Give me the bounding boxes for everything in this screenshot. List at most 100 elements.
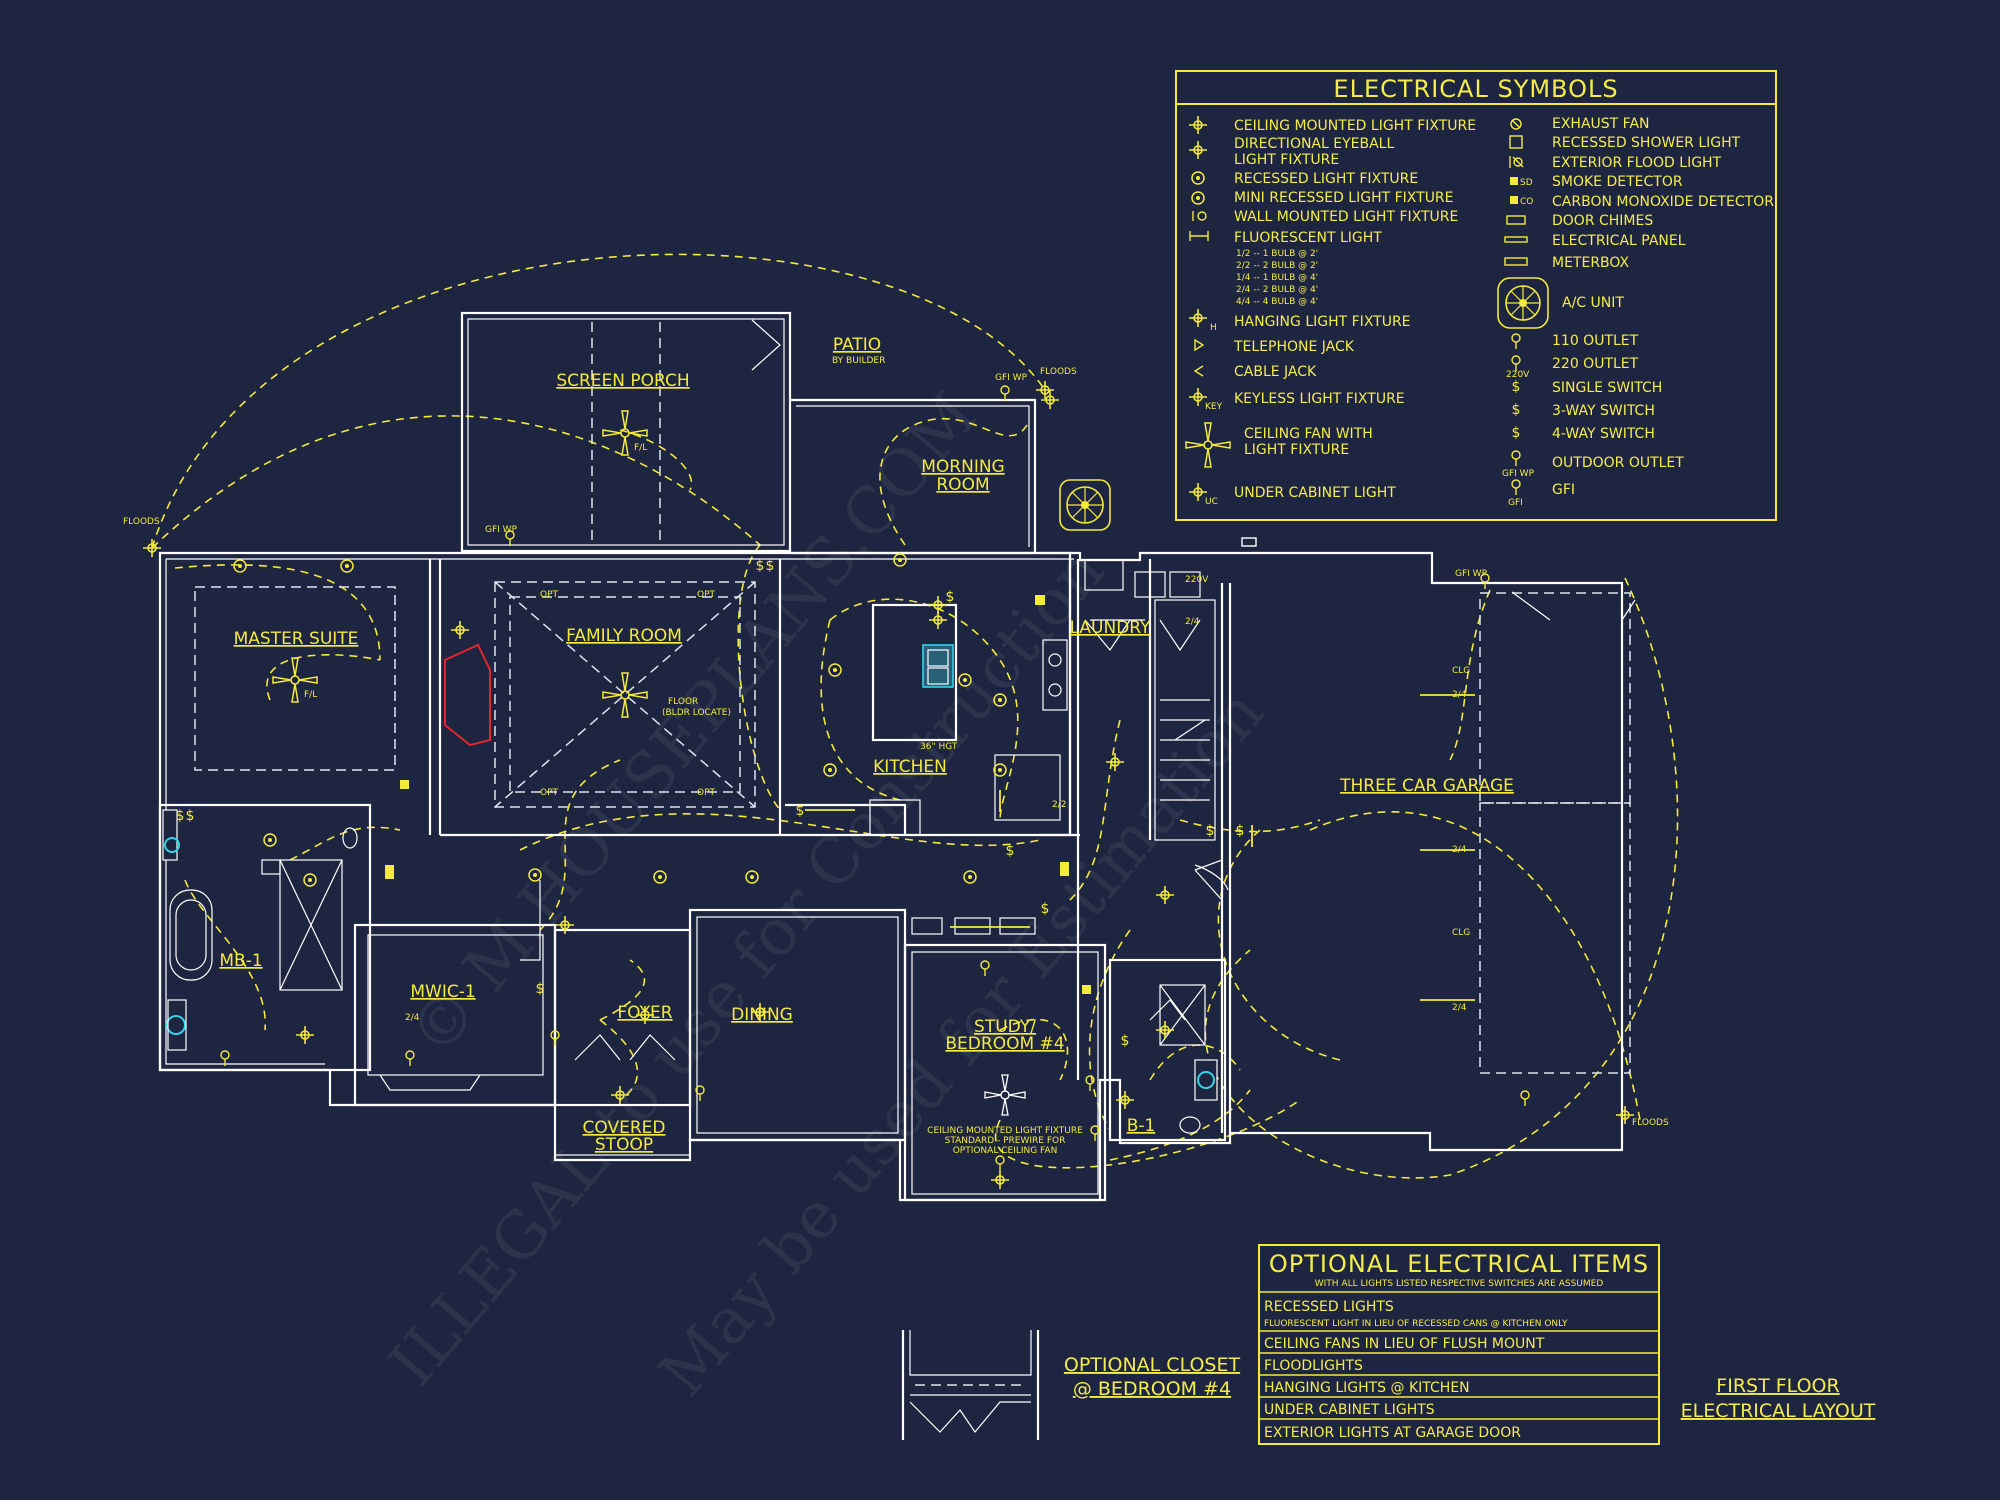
legend-label: EXTERIOR FLOOD LIGHT (1552, 155, 1722, 171)
recessed-light-icon (993, 763, 1007, 777)
optional-subtitle: WITH ALL LIGHTS LISTED RESPECTIVE SWITCH… (1315, 1279, 1604, 1289)
legend-label: SMOKE DETECTOR (1552, 174, 1683, 190)
ceiling-light-note: CLG (1452, 666, 1470, 676)
recessed-light-icon (745, 870, 759, 884)
three-way-switch-icon (535, 981, 545, 997)
legend-label: 220 OUTLET (1552, 356, 1639, 372)
sheet-title-2: ELECTRICAL LAYOUT (1681, 1400, 1876, 1422)
bulb-note: 2/2 -- 2 BULB @ 2' (1236, 261, 1318, 271)
legend-label: DOOR CHIMES (1552, 213, 1653, 229)
optional-item: HANGING LIGHTS @ KITCHEN (1264, 1380, 1470, 1396)
outlet-110-icon (1000, 385, 1010, 402)
legend-label: 3-WAY SWITCH (1552, 403, 1655, 419)
bulb-note: 1/4 -- 1 BULB @ 4' (1236, 273, 1318, 283)
ceiling-fan-icon (984, 1074, 1026, 1116)
morning-room-label: MORNING (921, 457, 1004, 477)
optional-item: UNDER CABINET LIGHTS (1264, 1402, 1435, 1418)
co-detector-icon (1060, 862, 1069, 876)
mini-recessed-light-icon (303, 873, 317, 887)
recessed-light-icon (823, 763, 837, 777)
mwic1-label: MWIC-1 (410, 982, 475, 1002)
legend-mark: SD (1520, 178, 1533, 188)
legend-mark: 220V (1506, 370, 1530, 380)
eyeball-light-icon (1188, 140, 1208, 160)
ceiling-fan-icon (1185, 422, 1231, 468)
ceiling-light-icon (928, 610, 948, 630)
optional-item: RECESSED LIGHTS (1264, 1299, 1394, 1315)
flood-light-icon (1509, 156, 1524, 168)
legend-label: LIGHT FIXTURE (1234, 152, 1339, 168)
legend-label: EXHAUST FAN (1552, 116, 1650, 132)
ceiling-light-icon (1105, 752, 1125, 772)
height-note: 36" HGT (920, 742, 958, 752)
optional-item: EXTERIOR LIGHTS AT GARAGE DOOR (1264, 1425, 1521, 1441)
outlet-110-icon (995, 1155, 1005, 1172)
study-label-2: BEDROOM #4 (945, 1034, 1064, 1054)
fluorescent-note: 2/2 (1052, 800, 1066, 810)
meterbox-icon (1241, 537, 1257, 547)
legend-mark: UC (1205, 497, 1218, 507)
outlet-110-icon (1511, 333, 1521, 350)
single-switch-icon (795, 803, 805, 819)
closet-title: OPTIONAL CLOSET (1064, 1354, 1241, 1376)
legend-label: CARBON MONOXIDE DETECTOR (1552, 194, 1774, 210)
smoke-detector-icon (1510, 177, 1518, 185)
legend-mark: GFI (1508, 498, 1523, 508)
ceiling-light-icon (295, 1025, 315, 1045)
laundry-label: LAUNDRY (1070, 618, 1151, 638)
single-switch-icon (945, 589, 955, 605)
gfi-wp-note: GFI WP (485, 525, 518, 535)
bulb-note: 1/2 -- 1 BULB @ 2' (1236, 249, 1318, 259)
bulb-note: 4/4 -- 4 BULB @ 4' (1236, 297, 1318, 307)
study-label: STUDY/ (974, 1017, 1036, 1037)
ceiling-light-icon (1155, 885, 1175, 905)
flood-light-icon (142, 538, 162, 558)
optional-items-table: OPTIONAL ELECTRICAL ITEMS WITH ALL LIGHT… (1258, 1244, 1660, 1445)
smoke-detector-icon (1082, 985, 1091, 994)
optional-item: CEILING FANS IN LIEU OF FLUSH MOUNT (1264, 1336, 1545, 1352)
mini-recessed-light-icon (233, 559, 247, 573)
gfi-wp-note: GFI WP (995, 373, 1028, 383)
optional-closet-detail: OPTIONAL CLOSET @ BEDROOM #4 (901, 1330, 1241, 1440)
meterbox-icon (1504, 257, 1528, 266)
floods-note: FLOODS (1040, 367, 1077, 377)
master-suite-label: MASTER SUITE (234, 629, 359, 649)
legend-label: RECESSED LIGHT FIXTURE (1234, 171, 1418, 187)
optional-title: OPTIONAL ELECTRICAL ITEMS (1269, 1250, 1649, 1278)
legend-label: DIRECTIONAL EYEBALL (1234, 136, 1394, 152)
co-detector-icon (1510, 196, 1518, 204)
optional-item: FLUORESCENT LIGHT IN LIEU OF RECESSED CA… (1264, 1319, 1568, 1329)
mb1-label: MB-1 (219, 951, 262, 971)
gfi-wp-note: GFI WP (1455, 569, 1488, 579)
fluorescent-note: 2/4 (1452, 1003, 1467, 1013)
220v-note: 220V (1185, 575, 1209, 585)
legend-label: A/C UNIT (1562, 295, 1624, 311)
legend-mark: KEY (1205, 402, 1223, 412)
single-switch-icon (1120, 1033, 1130, 1049)
floods-note: FLOODS (123, 517, 160, 527)
three-way-switch-icon (1205, 823, 1215, 839)
four-way-switch-icon (1511, 425, 1521, 441)
mini-recessed-light-icon (340, 559, 354, 573)
plan-fixtures (142, 380, 1635, 1190)
ceiling-fan-icon (602, 672, 648, 718)
legend-label: WALL MOUNTED LIGHT FIXTURE (1234, 209, 1458, 225)
sheet-title-1: FIRST FLOOR (1716, 1375, 1839, 1397)
opt-note: OPT (697, 788, 716, 798)
single-switch-icon (1040, 901, 1050, 917)
fluorescent-note: 2/4 (1452, 690, 1467, 700)
legend-label: RECESSED SHOWER LIGHT (1552, 135, 1741, 151)
outdoor-outlet-icon (1511, 450, 1521, 467)
ceiling-light-icon (1188, 115, 1208, 135)
covered-stoop-label-2: STOOP (595, 1135, 653, 1155)
walls (158, 311, 1636, 1202)
shower-light-icon (1509, 135, 1523, 149)
opt-note: OPT (540, 788, 559, 798)
three-way-switch-icon (1511, 402, 1521, 418)
legend-label: MINI RECESSED LIGHT FIXTURE (1234, 190, 1454, 206)
legend-label: TELEPHONE JACK (1233, 339, 1355, 355)
three-way-switch-icon (1235, 823, 1245, 839)
covered-stoop-label: COVERED (583, 1118, 666, 1138)
legend-label: CEILING FAN WITH (1244, 426, 1373, 442)
outlet-110-icon (405, 1050, 415, 1067)
